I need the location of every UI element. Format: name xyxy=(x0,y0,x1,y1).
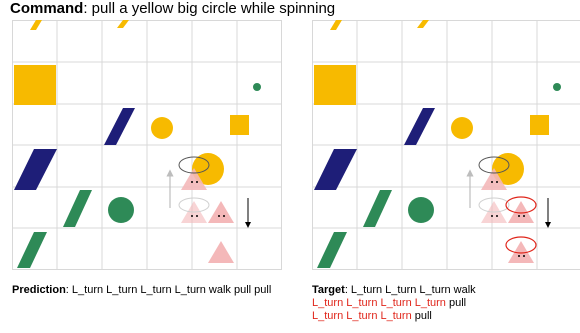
target-grid-panel xyxy=(312,20,580,270)
green-small-circle xyxy=(553,83,561,91)
spin-indicator-red-2 xyxy=(505,236,537,254)
target-line1: : L_turn L_turn L_turn walk xyxy=(344,284,476,296)
yellow-small-square xyxy=(530,115,549,135)
green-parallelogram xyxy=(63,190,92,227)
spin-indicator-ghost xyxy=(478,197,510,213)
yellow-circle xyxy=(451,117,473,139)
command-text: : pull a yellow big circle while spinnin… xyxy=(83,0,336,17)
yellow-cylinder-partial xyxy=(30,20,42,30)
prediction-caption: Prediction: L_turn L_turn L_turn L_turn … xyxy=(12,284,277,297)
agent-eyes xyxy=(491,181,525,257)
green-parallelogram-2 xyxy=(317,232,347,268)
yellow-cylinder-partial-2 xyxy=(417,20,429,28)
yellow-big-square xyxy=(14,65,56,105)
target-line3-black: pull xyxy=(411,310,432,322)
yellow-big-circle xyxy=(492,153,524,185)
agent-final xyxy=(208,241,234,263)
spin-indicator xyxy=(178,156,210,174)
green-parallelogram-2 xyxy=(17,232,47,268)
green-small-circle xyxy=(253,83,261,91)
yellow-big-square xyxy=(314,65,356,105)
agent-triangle xyxy=(208,201,234,223)
green-circle xyxy=(108,197,134,223)
navy-big-parallelogram xyxy=(314,149,357,190)
agent-ghost xyxy=(481,168,507,190)
agent-ghost xyxy=(181,168,207,190)
yellow-cylinder-partial-2 xyxy=(117,20,129,28)
yellow-small-square xyxy=(230,115,249,135)
spin-indicator-ghost xyxy=(178,197,210,213)
yellow-cylinder-partial xyxy=(330,20,342,30)
navy-parallelogram xyxy=(104,108,135,145)
grid-lines xyxy=(312,20,580,270)
target-label: Target xyxy=(312,284,345,296)
navy-parallelogram xyxy=(404,108,435,145)
target-line2-black: pull xyxy=(445,297,467,309)
agent-triangle xyxy=(508,201,534,223)
green-circle xyxy=(408,197,434,223)
yellow-big-circle xyxy=(192,153,224,185)
green-parallelogram xyxy=(363,190,392,227)
command-label: Command xyxy=(10,0,84,17)
prediction-label: Prediction xyxy=(12,284,66,296)
yellow-circle xyxy=(151,117,173,139)
prediction-grid-panel xyxy=(12,20,282,270)
target-line3-red: L_turn L_turn L_turn xyxy=(312,310,412,322)
prediction-text: : L_turn L_turn L_turn L_turn walk pull … xyxy=(65,284,272,296)
spin-indicator-red xyxy=(505,196,537,214)
grid-lines xyxy=(12,20,282,270)
command-line: Command: pull a yellow big circle while … xyxy=(10,0,335,18)
agent-final xyxy=(508,241,534,263)
spin-indicator xyxy=(478,156,510,174)
navy-big-parallelogram xyxy=(14,149,57,190)
target-line2-red: L_turn L_turn L_turn L_turn xyxy=(312,297,446,309)
